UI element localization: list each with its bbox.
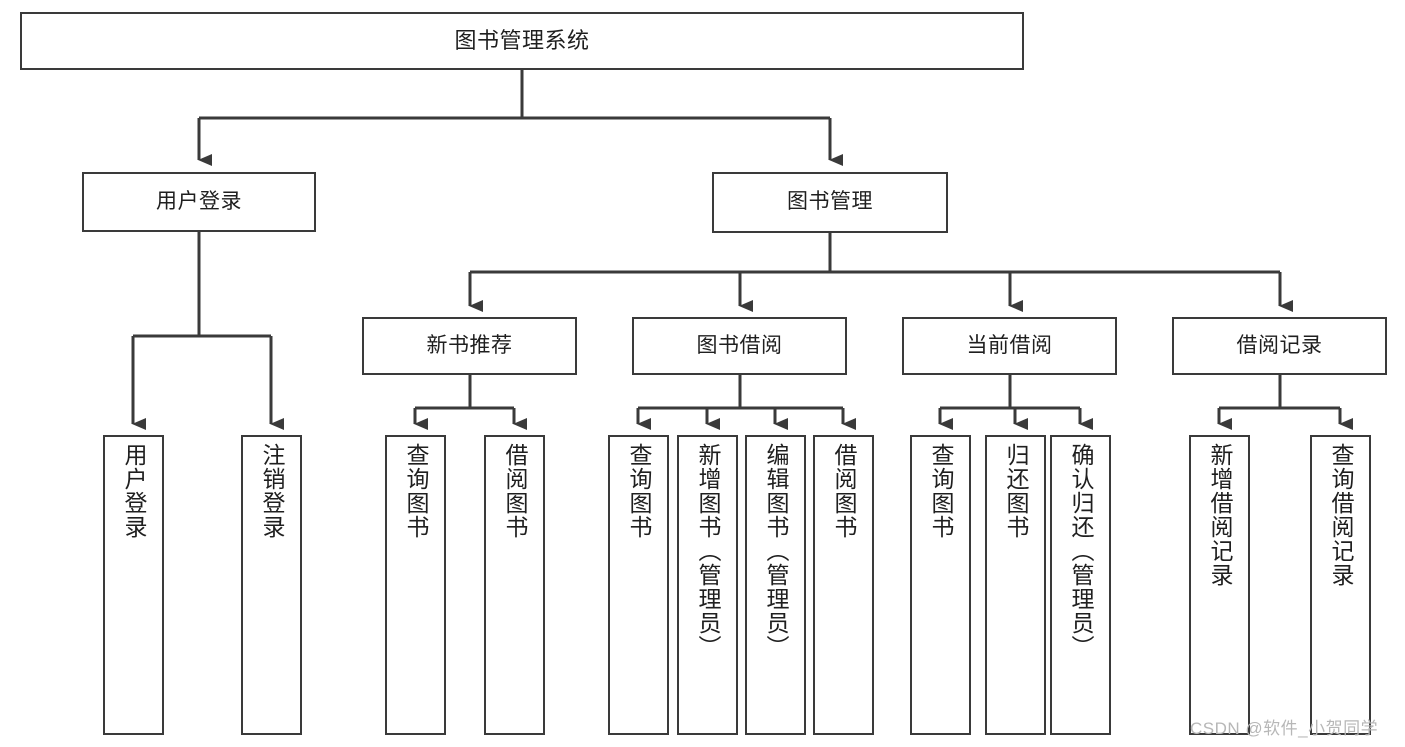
- node-leaf-add-book-admin[interactable]: 新增图书（管理员）: [677, 435, 738, 735]
- node-label: 编辑图书（管理员）: [763, 443, 789, 659]
- node-leaf-query-borrow-record[interactable]: 查询借阅记录: [1310, 435, 1371, 735]
- node-current-borrow[interactable]: 当前借阅: [902, 317, 1117, 375]
- node-label: 借阅图书: [502, 443, 528, 539]
- node-label: 注销登录: [259, 443, 285, 539]
- node-label: 新增图书（管理员）: [695, 443, 721, 659]
- node-book-management-system[interactable]: 图书管理系统: [20, 12, 1024, 70]
- node-label: 用户登录: [121, 443, 147, 539]
- node-leaf-borrow-book[interactable]: 借阅图书: [813, 435, 874, 735]
- node-label: 借阅记录: [1236, 333, 1323, 357]
- node-leaf-query-book-current[interactable]: 查询图书: [910, 435, 971, 735]
- node-label: 归还图书: [1003, 443, 1029, 539]
- node-leaf-query-book-borrow[interactable]: 查询图书: [608, 435, 669, 735]
- node-label: 图书管理: [787, 190, 873, 214]
- node-label: 新书推荐: [426, 333, 513, 357]
- node-label: 查询图书: [928, 443, 954, 539]
- node-leaf-confirm-return-admin[interactable]: 确认归还（管理员）: [1050, 435, 1111, 735]
- node-label: 查询图书: [626, 443, 652, 539]
- node-label: 用户登录: [156, 189, 242, 213]
- node-label: 当前借阅: [966, 333, 1053, 357]
- node-leaf-logout[interactable]: 注销登录: [241, 435, 302, 735]
- node-book-manage[interactable]: 图书管理: [712, 172, 948, 233]
- node-label: 图书管理系统: [454, 28, 590, 54]
- csdn-watermark: CSDN @软件_小贺同学: [1190, 719, 1379, 738]
- node-new-book-recommend[interactable]: 新书推荐: [362, 317, 577, 375]
- node-borrow-record[interactable]: 借阅记录: [1172, 317, 1387, 375]
- node-leaf-edit-book-admin[interactable]: 编辑图书（管理员）: [745, 435, 806, 735]
- node-user-login[interactable]: 用户登录: [82, 172, 316, 232]
- node-leaf-user-login[interactable]: 用户登录: [103, 435, 164, 735]
- node-label: 图书借阅: [696, 333, 783, 357]
- node-leaf-return-book[interactable]: 归还图书: [985, 435, 1046, 735]
- node-label: 查询图书: [403, 443, 429, 539]
- node-leaf-borrow-book-recommend[interactable]: 借阅图书: [484, 435, 545, 735]
- node-leaf-query-book-recommend[interactable]: 查询图书: [385, 435, 446, 735]
- node-label: 借阅图书: [831, 443, 857, 539]
- node-leaf-add-borrow-record[interactable]: 新增借阅记录: [1189, 435, 1250, 735]
- node-label: 查询借阅记录: [1328, 443, 1354, 587]
- node-label: 新增借阅记录: [1207, 443, 1233, 587]
- node-book-borrow[interactable]: 图书借阅: [632, 317, 847, 375]
- node-label: 确认归还（管理员）: [1068, 443, 1094, 659]
